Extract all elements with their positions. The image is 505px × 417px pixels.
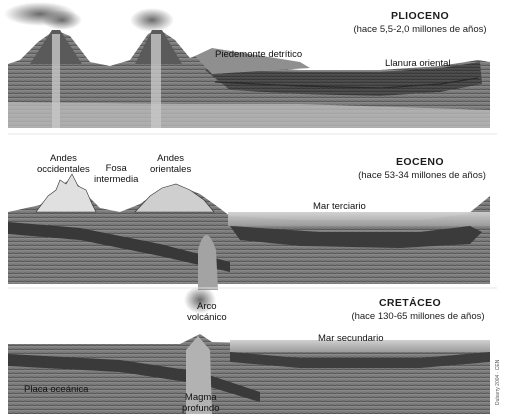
smoke-plume-right (130, 8, 174, 32)
secondary-sea-label: Mar secundario (318, 333, 383, 344)
tertiary-sea (228, 212, 490, 226)
deep-magma-label: Magma profundo (182, 392, 220, 414)
volcanic-arc-label: Arco volcánico (187, 301, 227, 323)
pliocene-age: (hace 5,5-2,0 millones de años) (337, 24, 503, 35)
cretaceous-title: CRETÁCEO (335, 297, 485, 309)
trench-label: Fosa intermedia (94, 163, 138, 185)
piedmont-label: Piedemonte detrítico (215, 49, 302, 60)
eocene-title: EOCENO (345, 156, 495, 168)
tertiary-sea-label: Mar terciario (313, 201, 366, 212)
eocene-section (8, 174, 490, 290)
western-andes (36, 174, 96, 212)
pliocene-title: PLIOCENO (345, 10, 495, 22)
image-credit: Dubarry 2004 · CEN (495, 360, 501, 405)
cretaceous-age: (hace 130-65 millones de años) (333, 311, 503, 322)
oceanic-plate-label: Placa oceánica (24, 384, 88, 395)
eastern-andes-label: Andes orientales (150, 153, 191, 175)
eocene-age: (hace 53-34 millones de años) (339, 170, 505, 181)
western-andes-label: Andes occidentales (37, 153, 90, 175)
eastern-plain-label: Llanura oriental (385, 58, 451, 69)
